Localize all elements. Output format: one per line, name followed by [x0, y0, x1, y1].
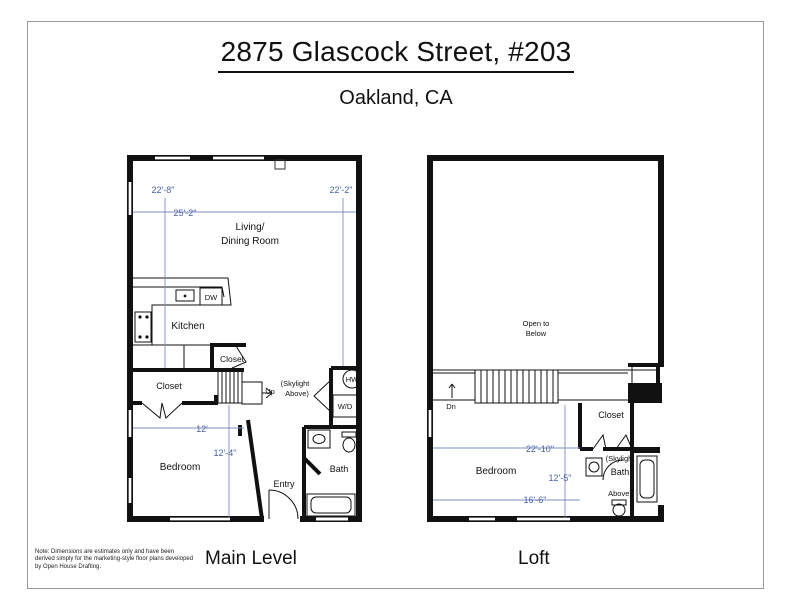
water-heater-label: HW	[346, 375, 359, 384]
loft-bath-label: Bath	[611, 467, 630, 477]
main-level-label: Main Level	[205, 548, 297, 569]
below-label: Below	[526, 329, 547, 338]
dim-living-depth: 25'-2"	[174, 208, 197, 218]
dim-bedroom-depth: 12'-4"	[214, 448, 237, 458]
loft-closet-label: Closet	[598, 410, 624, 420]
skylight-label-1: (Skylight	[281, 379, 311, 388]
loft-skylight-label-1: (Skylight	[606, 454, 636, 463]
loft-skylight-label-2: Above)	[608, 489, 632, 498]
kitchen-label: Kitchen	[171, 321, 204, 332]
closet-label: Closet	[156, 381, 182, 391]
page-border	[27, 21, 764, 589]
dim-loft-width: 22'-10"	[526, 444, 554, 454]
dim-loft-bedroom-depth: 12'-5"	[549, 473, 572, 483]
loft-bedroom-label: Bedroom	[476, 466, 517, 477]
dimensions-note: Note: Dimensions are estimates only and …	[35, 549, 194, 570]
dim-right-width: 22'-2"	[330, 185, 353, 195]
skylight-label-2: Above)	[285, 389, 309, 398]
dishwasher-label: DW	[205, 293, 218, 302]
living-label: Living/	[236, 222, 265, 233]
bath-label: Bath	[330, 464, 349, 474]
loft-label: Loft	[518, 548, 550, 569]
open-to-label: Open to	[523, 319, 550, 328]
closet-small-label: Closet	[220, 354, 245, 364]
stair-down-label: Dn	[446, 402, 456, 411]
dim-left-width: 22'-8"	[152, 185, 175, 195]
dim-loft-bedroom-width: 16'-6"	[524, 495, 547, 505]
loft-plan: Open to Below Dn (Skylight Above) Bedroo…	[427, 155, 664, 522]
bedroom-label: Bedroom	[160, 462, 201, 473]
dim-bedroom-width: 12'	[196, 424, 208, 434]
main-level-plan: Living/ Dining Room Kitchen Closet Close…	[127, 155, 362, 522]
address-title: 2875 Glascock Street, #203	[0, 36, 792, 73]
dining-label: Dining Room	[221, 236, 279, 247]
city-subtitle: Oakland, CA	[339, 87, 453, 109]
stair-up-label: Up	[265, 387, 275, 396]
washer-dryer-label: W/D	[338, 402, 353, 411]
entry-label: Entry	[273, 479, 295, 489]
